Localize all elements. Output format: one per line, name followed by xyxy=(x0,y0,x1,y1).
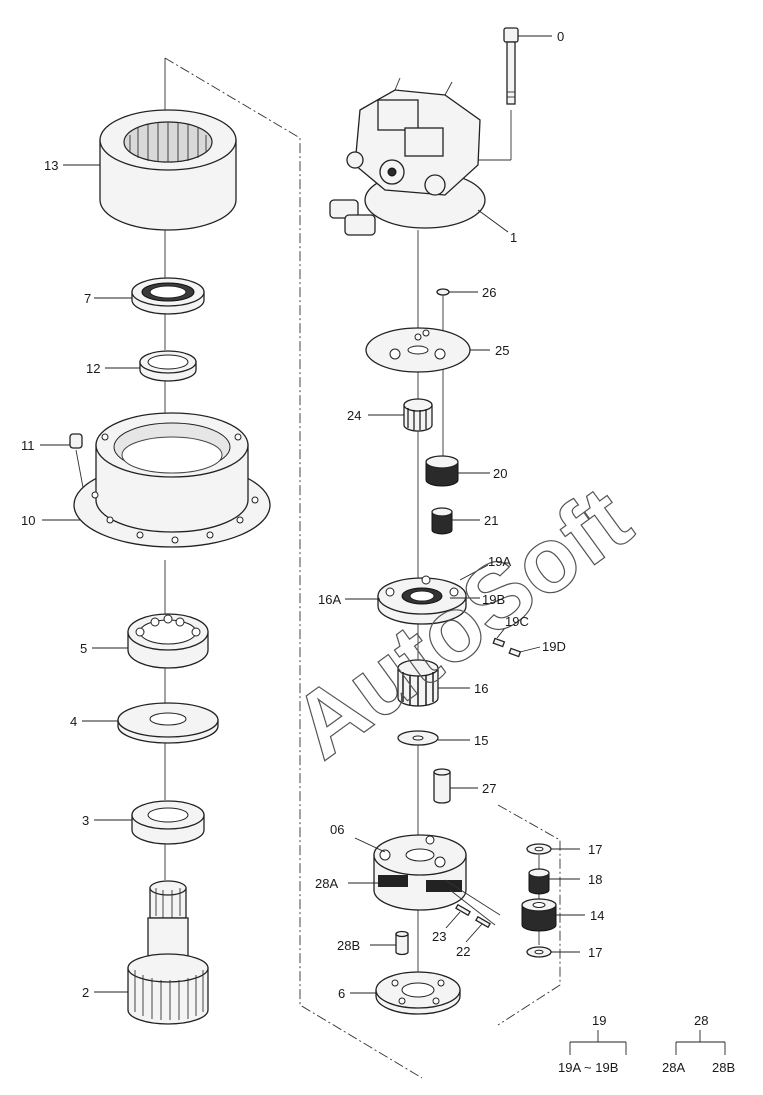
legend-19-range: 19A ~ 19B xyxy=(558,1060,618,1075)
callout-19c: 19C xyxy=(505,614,529,629)
callout-22: 22 xyxy=(456,944,470,959)
roller-bearing-part-5 xyxy=(127,613,209,669)
ring-gear-part-13 xyxy=(99,109,237,231)
callout-11: 11 xyxy=(21,438,35,453)
callout-6: 6 xyxy=(338,986,345,1001)
seal-ring-part-12 xyxy=(139,350,197,382)
callout-10: 10 xyxy=(21,513,35,528)
motor-valve-block-part-1 xyxy=(329,77,486,236)
gear-part-20 xyxy=(425,455,459,487)
callout-5: 5 xyxy=(80,641,87,656)
callout-28b: 28B xyxy=(337,938,360,953)
pins-part-22-23 xyxy=(455,903,491,929)
sun-gear-part-16 xyxy=(397,659,439,707)
callout-2: 2 xyxy=(82,985,89,1000)
callout-27: 27 xyxy=(482,781,496,796)
leader-lines xyxy=(40,35,585,994)
drive-shaft-part-2 xyxy=(127,880,209,1025)
legend-28b: 28B xyxy=(712,1060,735,1075)
thrust-plate-part-4 xyxy=(117,702,219,744)
callout-13: 13 xyxy=(44,158,58,173)
bolt-part-0 xyxy=(503,27,519,105)
callout-7: 7 xyxy=(84,291,91,306)
callout-17-top: 17 xyxy=(588,842,602,857)
callout-20: 20 xyxy=(493,466,507,481)
plate-part-25 xyxy=(365,327,471,373)
callout-19d: 19D xyxy=(542,639,566,654)
pin-part-27 xyxy=(433,768,451,804)
callout-19a: 19A xyxy=(488,554,511,569)
callout-1: 1 xyxy=(510,230,517,245)
callout-4: 4 xyxy=(70,714,77,729)
callout-15: 15 xyxy=(474,733,488,748)
callout-26: 26 xyxy=(482,285,496,300)
legend-28-parent: 28 xyxy=(694,1013,708,1028)
carrier-part-19 xyxy=(377,575,522,658)
spline-sleeve-part-21 xyxy=(431,507,453,535)
callout-17-bottom: 17 xyxy=(588,945,602,960)
bearing-part-7 xyxy=(131,277,205,315)
dowel-part-28b xyxy=(395,930,409,956)
housing-part-10 xyxy=(73,412,271,548)
planet-carrier-part-06 xyxy=(373,834,501,926)
callout-19b: 19B xyxy=(482,592,505,607)
callout-18: 18 xyxy=(588,872,602,887)
callout-25: 25 xyxy=(495,343,509,358)
callout-16: 16 xyxy=(474,681,488,696)
assembly-legend: 19 19A ~ 19B 28 28A 28B xyxy=(558,1013,735,1075)
callout-3: 3 xyxy=(82,813,89,828)
gear-part-24 xyxy=(403,398,433,432)
callout-23: 23 xyxy=(432,929,446,944)
callout-28a: 28A xyxy=(315,876,338,891)
callout-06: 06 xyxy=(330,822,344,837)
legend-brackets xyxy=(569,1030,726,1055)
bottom-plate-part-6 xyxy=(375,971,461,1015)
callout-21: 21 xyxy=(484,513,498,528)
callout-labels: 0 1 13 7 12 11 10 5 4 3 2 26 25 24 20 21… xyxy=(21,29,604,1001)
callout-16a: 16A xyxy=(318,592,341,607)
planet-gear-set xyxy=(521,843,557,958)
callout-12: 12 xyxy=(86,361,100,376)
legend-19-parent: 19 xyxy=(592,1013,606,1028)
thrust-washer-part-15 xyxy=(397,730,439,746)
callout-24: 24 xyxy=(347,408,361,423)
callout-0: 0 xyxy=(557,29,564,44)
callout-14: 14 xyxy=(590,908,604,923)
washer-part-26 xyxy=(436,288,450,296)
watermark-logo: AutoSoft xyxy=(275,468,649,779)
collar-part-3 xyxy=(131,800,205,845)
legend-28a: 28A xyxy=(662,1060,685,1075)
